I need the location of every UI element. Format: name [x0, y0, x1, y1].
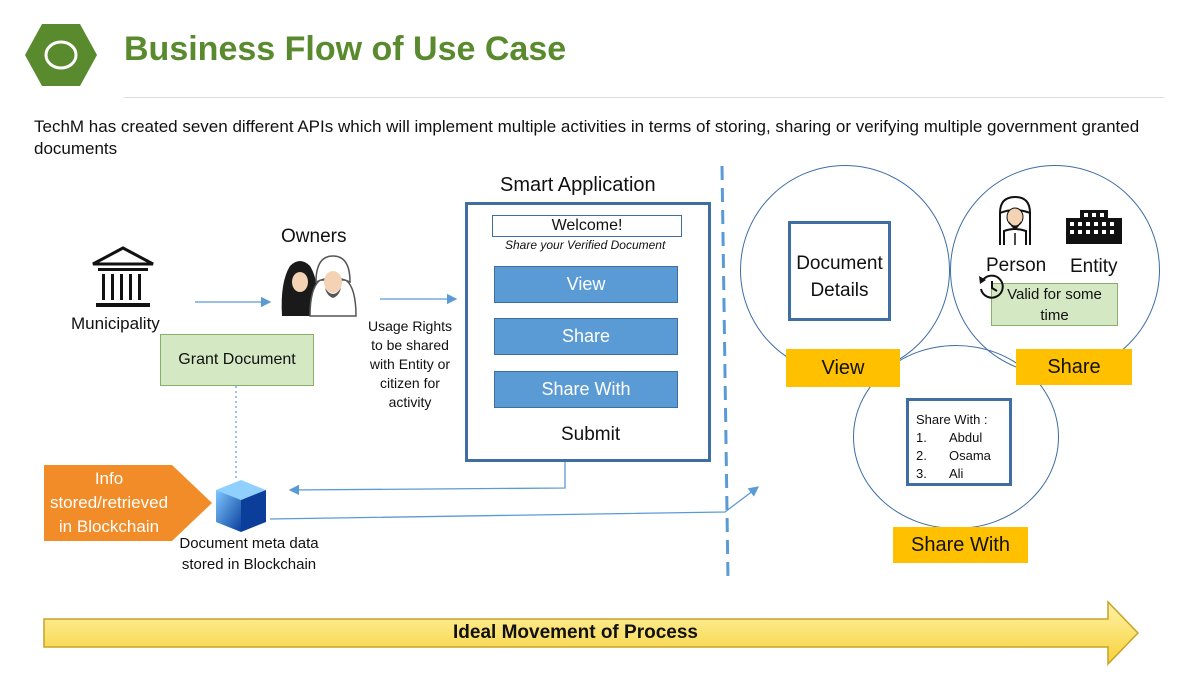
title-divider: [124, 97, 1164, 98]
share-tag: Share: [1016, 349, 1132, 385]
share-button[interactable]: Share: [494, 318, 678, 355]
blockchain-cube-icon: [216, 480, 266, 532]
list-item: 2.Osama: [916, 448, 991, 463]
info-tag-text: Info stored/retrieved in Blockchain: [49, 469, 169, 536]
document-details-box: Document Details: [788, 221, 891, 321]
submit-button[interactable]: Submit: [561, 424, 621, 445]
welcome-banner: Welcome!: [492, 215, 682, 237]
share-with-button[interactable]: Share With: [494, 371, 678, 408]
process-label: Ideal Movement of Process: [453, 622, 698, 643]
page-title: Business Flow of Use Case: [124, 30, 567, 68]
person-label: Person: [986, 255, 1047, 276]
entity-label: Entity: [1070, 256, 1118, 277]
view-tag: View: [786, 349, 900, 387]
smart-app-subtitle: Share your Verified Document: [505, 238, 666, 252]
government-building-icon: [92, 246, 154, 307]
list-item: 1.Abdul: [916, 430, 983, 445]
entity-building-icon: [1066, 210, 1122, 244]
smart-app-heading: Smart Application: [500, 174, 656, 196]
info-tag-arrow: [44, 465, 212, 541]
owners-couple-icon: [281, 255, 357, 317]
owners-label: Owners: [281, 226, 347, 247]
intro-text: TechM has created seven different APIs w…: [34, 117, 1140, 158]
view-button[interactable]: View: [494, 266, 678, 303]
share-with-heading: Share With :: [916, 412, 988, 427]
process-arrow: [43, 600, 1140, 666]
person-icon: [998, 195, 1032, 245]
share-with-list-box: Share With : 1.Abdul 2.Osama 3.Ali: [906, 398, 1012, 486]
share-circle: [950, 165, 1160, 375]
grant-document-box: Grant Document: [160, 334, 314, 386]
hexagon-logo-icon: [25, 24, 97, 86]
municipality-label: Municipality: [71, 314, 160, 333]
validity-box: Valid for some time: [991, 283, 1118, 326]
share-with-tag: Share With: [893, 527, 1028, 563]
usage-rights-text: Usage Rights to be shared with Entity or…: [367, 318, 453, 410]
blockchain-label: Document meta data stored in Blockchain: [179, 535, 319, 573]
list-item: 3.Ali: [916, 466, 964, 481]
clock-icon: [979, 274, 1004, 299]
